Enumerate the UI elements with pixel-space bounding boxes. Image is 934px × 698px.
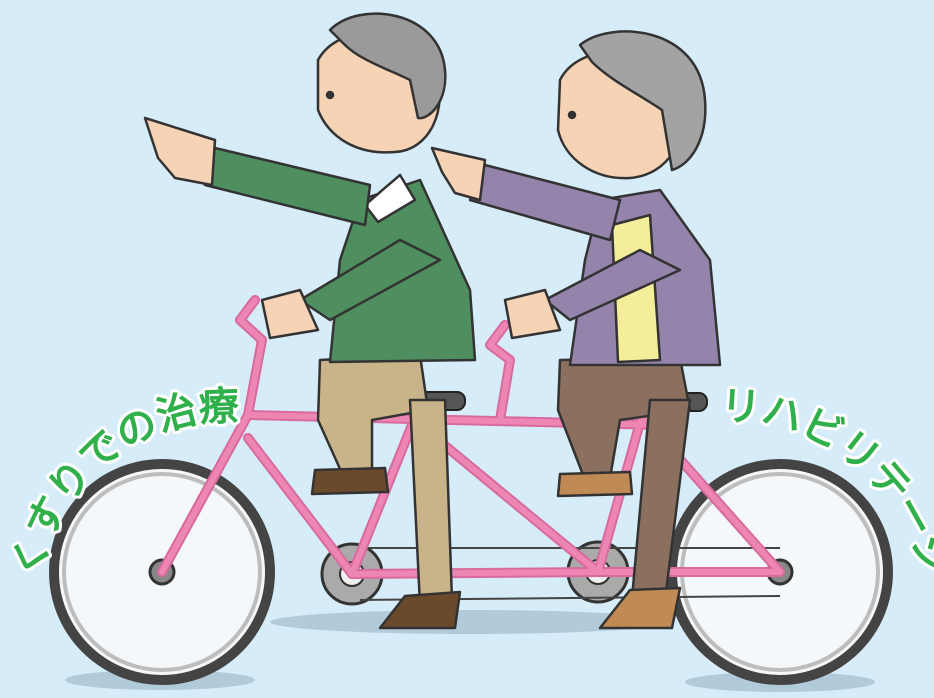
woman-rider bbox=[430, 30, 722, 630]
man-rider bbox=[143, 12, 477, 630]
